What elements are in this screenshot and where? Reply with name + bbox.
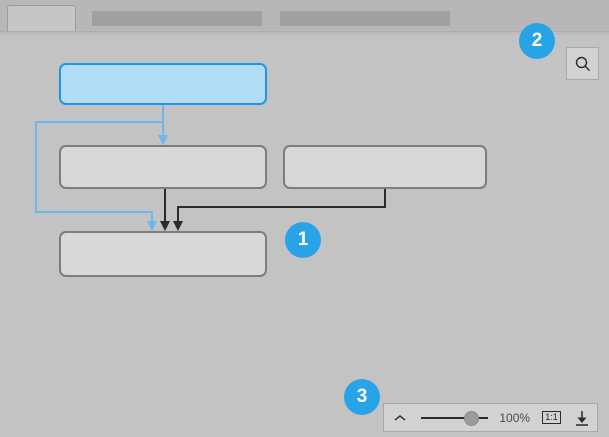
chevron-up-icon [394, 414, 406, 421]
diagram-node-root[interactable] [59, 63, 267, 105]
diagram-node-middle-left[interactable] [59, 145, 267, 189]
diagram-node-middle-right[interactable] [283, 145, 487, 189]
collapse-toolbar-button[interactable] [384, 404, 417, 431]
diagram-canvas[interactable] [0, 35, 609, 437]
zoom-toolbar: 100% 1:1 [383, 403, 598, 432]
download-icon [575, 410, 588, 426]
zoom-slider-track [420, 417, 489, 419]
actual-size-button[interactable]: 1:1 [537, 404, 566, 431]
zoom-slider[interactable] [417, 404, 493, 431]
zoom-slider-thumb[interactable] [463, 411, 479, 426]
download-button[interactable] [566, 404, 597, 431]
tab-bar [0, 0, 609, 34]
tab-3[interactable] [280, 11, 450, 26]
tab-1[interactable] [7, 5, 76, 32]
search-button[interactable] [566, 47, 599, 80]
tab-2[interactable] [92, 11, 262, 26]
annotation-badge-2: 2 [519, 23, 555, 59]
search-icon [575, 56, 590, 71]
actual-size-label: 1:1 [542, 411, 561, 424]
annotation-badge-3: 3 [344, 379, 380, 415]
diagram-node-bottom[interactable] [59, 231, 267, 277]
annotation-badge-1: 1 [285, 222, 321, 258]
zoom-level-label: 100% [499, 410, 531, 425]
